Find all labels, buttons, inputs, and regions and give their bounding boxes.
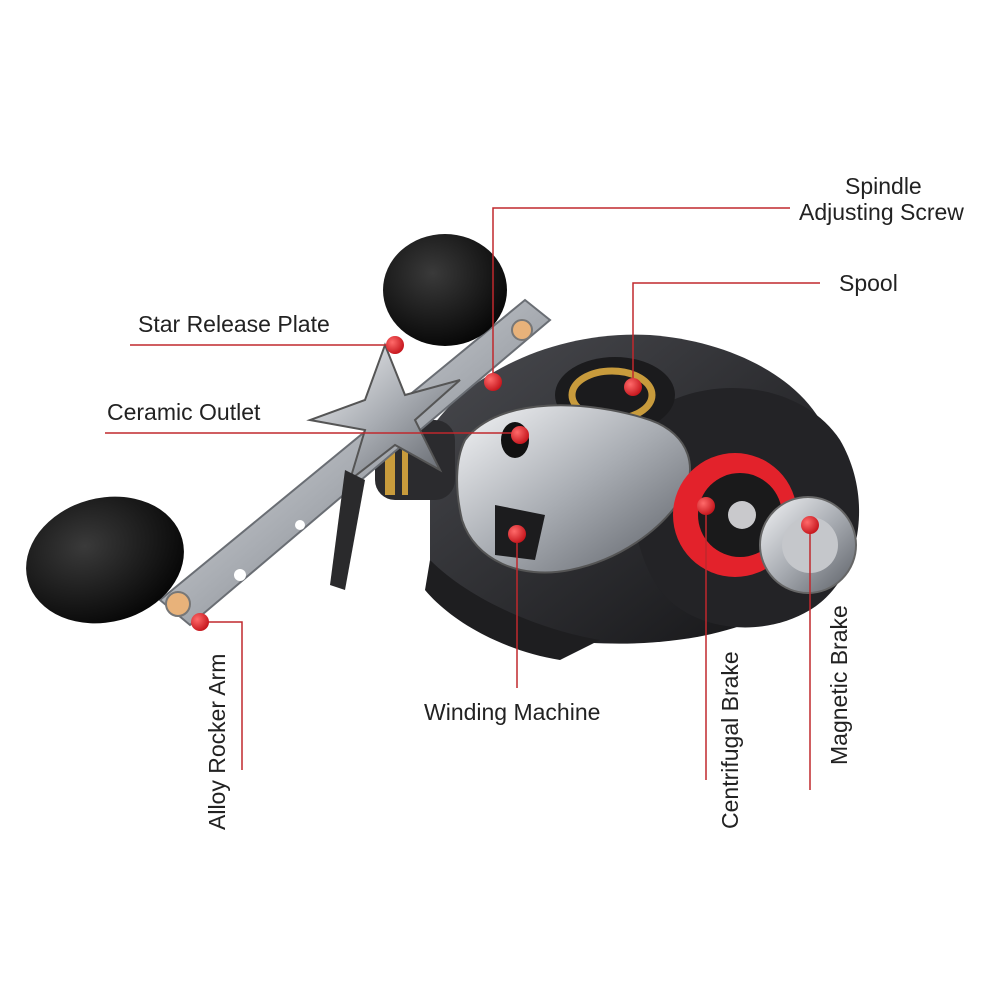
star-spike bbox=[330, 470, 365, 590]
leader-spool bbox=[632, 282, 820, 385]
star-release-plate-shape bbox=[306, 342, 461, 483]
arm-hole-1 bbox=[234, 569, 246, 581]
dot-spindle bbox=[484, 373, 502, 391]
dot-star-release-plate bbox=[386, 336, 404, 354]
lower-knob-cap bbox=[165, 591, 191, 617]
dot-ceramic-outlet bbox=[511, 426, 529, 444]
dot-centrifugal-brake bbox=[697, 497, 715, 515]
label-adjusting-screw: Adjusting Screw bbox=[799, 199, 964, 225]
label-magnetic-brake: Magnetic Brake bbox=[826, 605, 852, 765]
dot-alloy-rocker-arm bbox=[191, 613, 209, 631]
fishing-reel-illustration bbox=[26, 234, 860, 660]
label-spindle: Spindle bbox=[845, 173, 922, 199]
label-spool: Spool bbox=[839, 270, 898, 296]
dot-magnetic-brake bbox=[801, 516, 819, 534]
lower-knob bbox=[26, 496, 184, 624]
leader-alloy-rocker-arm bbox=[200, 621, 243, 770]
gold-band-1 bbox=[385, 425, 395, 495]
arm-hole-2 bbox=[295, 520, 305, 530]
upper-knob bbox=[383, 234, 507, 346]
label-ceramic-outlet: Ceramic Outlet bbox=[107, 399, 261, 425]
label-alloy-rocker-arm: Alloy Rocker Arm bbox=[204, 653, 230, 830]
label-star-release-plate: Star Release Plate bbox=[138, 311, 330, 337]
marker-dots bbox=[191, 336, 819, 631]
brake-hub bbox=[728, 501, 756, 529]
upper-knob-cap bbox=[511, 319, 533, 341]
label-centrifugal-brake: Centrifugal Brake bbox=[717, 651, 743, 829]
leader-lines bbox=[105, 207, 820, 790]
label-winding-machine: Winding Machine bbox=[424, 699, 601, 725]
dot-spool bbox=[624, 378, 642, 396]
gold-band-2 bbox=[402, 425, 408, 495]
reel-foot bbox=[425, 560, 600, 660]
dot-winding-machine bbox=[508, 525, 526, 543]
leader-spindle bbox=[492, 207, 790, 380]
